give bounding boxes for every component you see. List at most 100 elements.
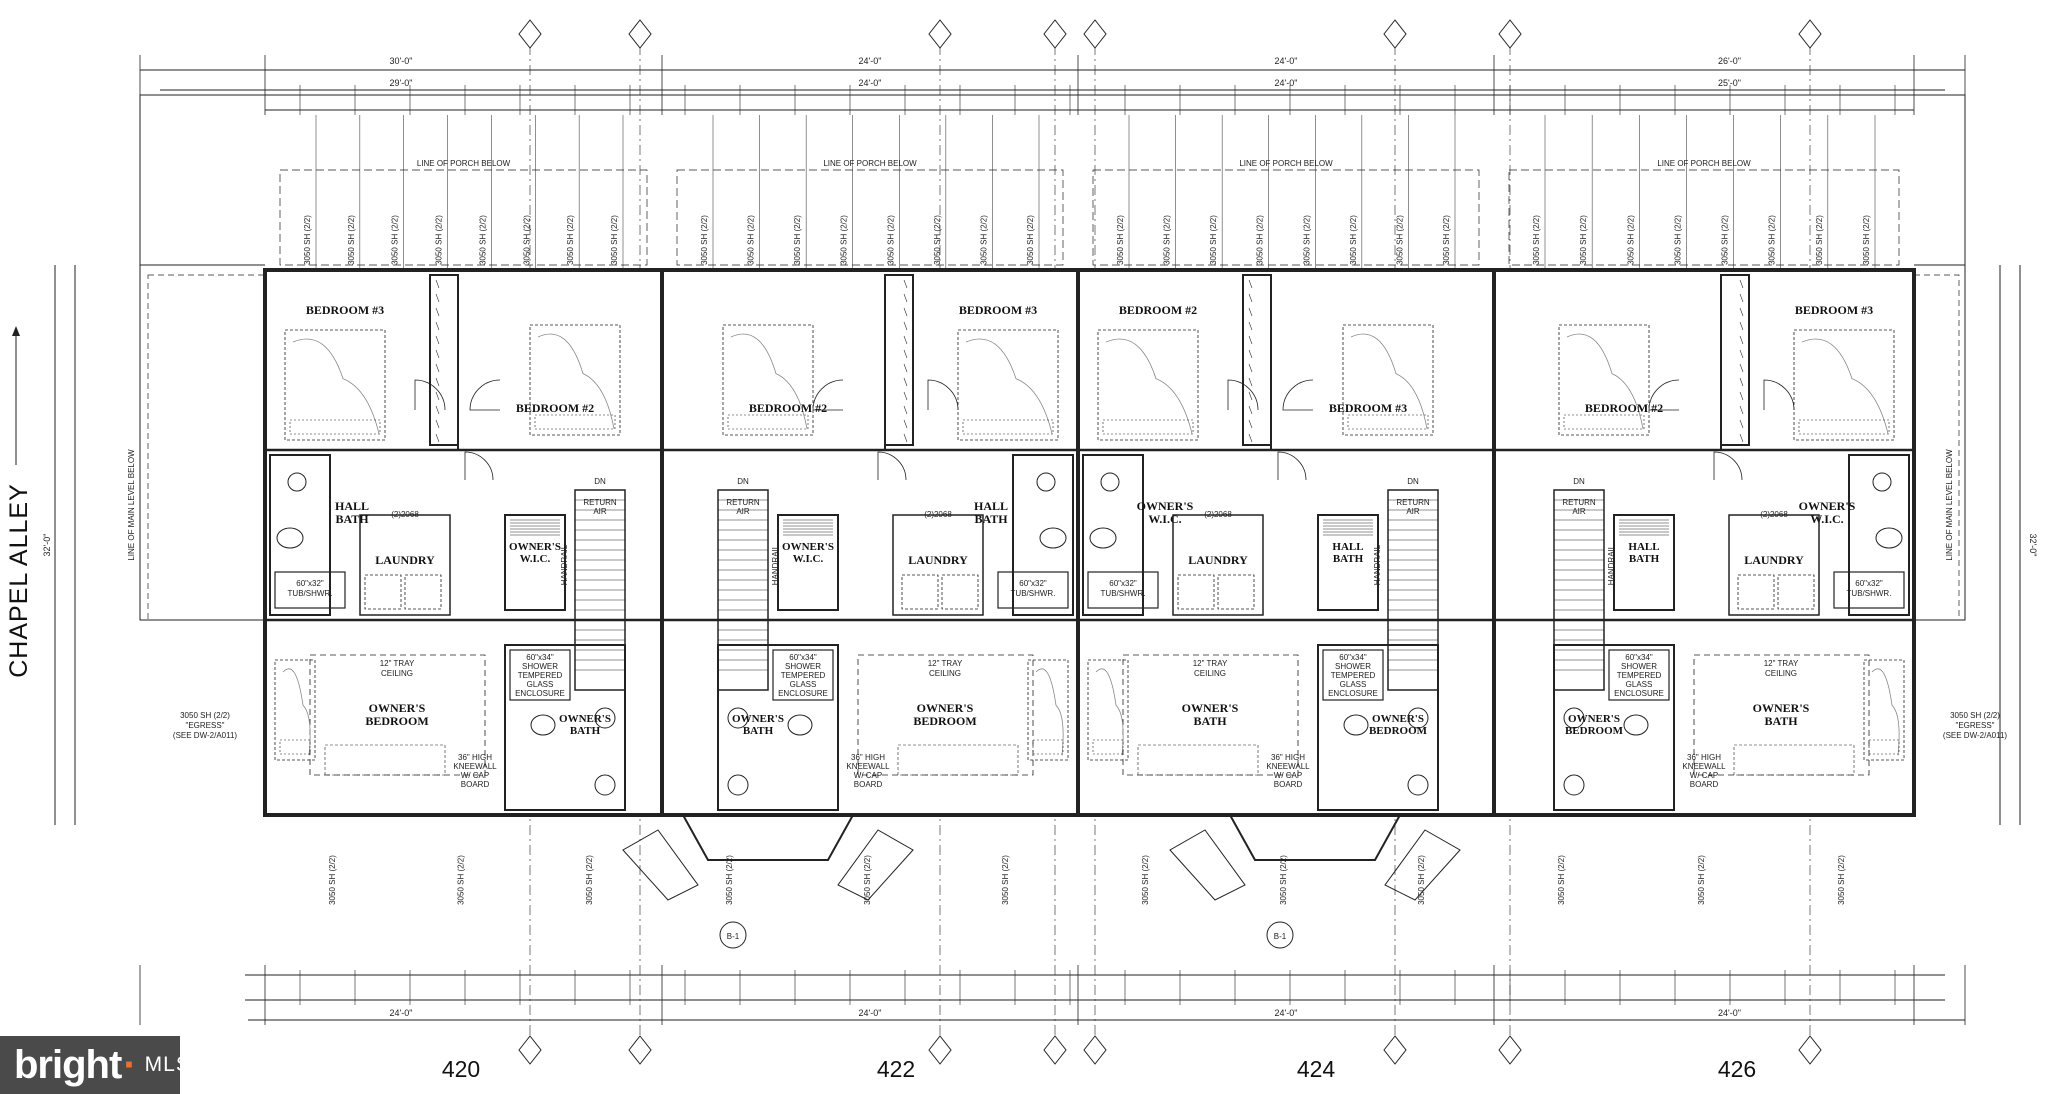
bed-pillow [1798, 419, 1890, 435]
shower-note: GLASS [527, 680, 554, 689]
laundry-wall [892, 514, 984, 616]
washer-icon [1777, 574, 1815, 610]
bay-window-424: B-1 [1169, 814, 1461, 949]
window-note: 3050 SH (2/2) [1116, 215, 1125, 265]
grid-bubble-shape [1083, 19, 1107, 49]
shower-note: TEMPERED [1331, 671, 1376, 680]
shelf-line [435, 321, 440, 331]
room-bedroom-a: BEDROOM #3 [1795, 303, 1873, 317]
bed-pillow [534, 414, 616, 430]
grid-bubble-shape [928, 19, 952, 49]
washer-icon [941, 574, 979, 610]
shelf-line [903, 307, 908, 317]
window-note: 3050 SH (2/2) [347, 215, 356, 265]
dimension-top-2: 29'-0" [390, 78, 413, 88]
bed-icon [1863, 659, 1905, 761]
sink-icon [1407, 774, 1429, 796]
owners-bath-wall [504, 644, 626, 811]
window-note: 3050 SH (2/2) [863, 855, 872, 905]
bed-icon [1793, 329, 1895, 441]
room-wic: OWNER'S [509, 541, 561, 553]
grid-bubble-shape [1498, 1035, 1522, 1065]
bed-frame [1793, 329, 1895, 441]
shelf-line [903, 377, 908, 387]
egress-note-right: "EGRESS" [1955, 721, 1994, 730]
room-owners-bath: BATH [743, 725, 774, 737]
bed-icon [1027, 659, 1069, 761]
toilet-icon [1875, 527, 1903, 549]
shower-note: GLASS [1626, 680, 1653, 689]
wic-wall [1613, 514, 1675, 611]
lower-level-right [1913, 274, 1960, 621]
bed-frame [1863, 659, 1905, 761]
dimension-side: 32'-0" [42, 534, 52, 557]
door-swing [1282, 379, 1314, 411]
window-note: 3050 SH (2/2) [1349, 215, 1358, 265]
shelf-line [903, 349, 908, 359]
grid-bubble [1043, 19, 1067, 49]
grid-bubble [628, 19, 652, 49]
shower-icon [509, 649, 571, 701]
shelf-line [1248, 391, 1253, 401]
window-note: 3050 SH (2/2) [1697, 855, 1706, 905]
window-note: 3050 SH (2/2) [522, 215, 531, 265]
sink-icon [1563, 707, 1585, 729]
bed-blanket [1095, 668, 1124, 756]
shelf-line [1739, 321, 1744, 331]
room-owners-bedroom: BATH [1193, 714, 1227, 728]
handrail-note: HANDRAIL [1373, 544, 1382, 585]
grid-bubble-shape [1043, 1035, 1067, 1065]
return-air-note: AIR [1406, 507, 1420, 516]
window-note: 3050 SH (2/2) [1141, 855, 1150, 905]
dimension-top-2: 24'-0" [859, 78, 882, 88]
shower-note: TEMPERED [518, 671, 563, 680]
room-wic: BATH [1333, 553, 1364, 565]
room-laundry: LAUNDRY [375, 553, 435, 567]
shower-note: 60"x34" [789, 653, 817, 662]
window-note: 3050 SH (2/2) [328, 855, 337, 905]
grid-bubble-shape [628, 19, 652, 49]
grid-bubble [628, 1035, 652, 1065]
dryer-icon [1217, 574, 1255, 610]
door-note: (2)2068 [1204, 510, 1232, 519]
door-swing [1713, 451, 1743, 481]
toilet-icon [1089, 527, 1117, 549]
window-note: 3050 SH (2/2) [585, 855, 594, 905]
window-note: 3050 SH (2/2) [566, 215, 575, 265]
exterior-wall [263, 268, 664, 817]
dimension-top: 30'-0" [390, 56, 413, 66]
door-note: (2)2068 [1760, 510, 1788, 519]
tray-note: CEILING [1765, 669, 1797, 678]
sink-icon [727, 774, 749, 796]
bed-pillow [727, 414, 809, 430]
bed-pillow [1032, 739, 1064, 755]
room-bedroom-a: BEDROOM #3 [306, 303, 384, 317]
bed-icon [1342, 324, 1434, 436]
stair-note: DN [1573, 477, 1585, 486]
window-note: 3050 SH (2/2) [1626, 215, 1635, 265]
room-owners-bath: OWNER'S [1372, 713, 1424, 725]
grid-bubble-shape [1798, 1035, 1822, 1065]
kneewall-note: KNEEWALL [846, 762, 890, 771]
toilet-icon [1343, 714, 1369, 736]
shower-note: 60"x34" [526, 653, 554, 662]
bed-icon [1087, 659, 1129, 761]
window-note: 3050 SH (2/2) [478, 215, 487, 265]
tub-note: 60"x32" [1019, 579, 1047, 588]
window-note: 3050 SH (2/2) [1532, 215, 1541, 265]
room-owners-bedroom: BEDROOM [913, 714, 976, 728]
shelf-line [903, 293, 908, 303]
window-note: 3050 SH (2/2) [1557, 855, 1566, 905]
room-hall-bath: W.I.C. [1810, 512, 1843, 526]
exterior-wall [1492, 268, 1916, 817]
bed-icon [722, 324, 814, 436]
tub-note: 60"x32" [296, 579, 324, 588]
grid-bubble [928, 19, 952, 49]
shelf-line [1739, 335, 1744, 345]
tub-icon [1833, 571, 1905, 609]
bay-roof [1384, 829, 1461, 901]
kneewall-note: KNEEWALL [453, 762, 497, 771]
sink-icon [1563, 774, 1585, 796]
bed-blanket [1035, 668, 1064, 756]
